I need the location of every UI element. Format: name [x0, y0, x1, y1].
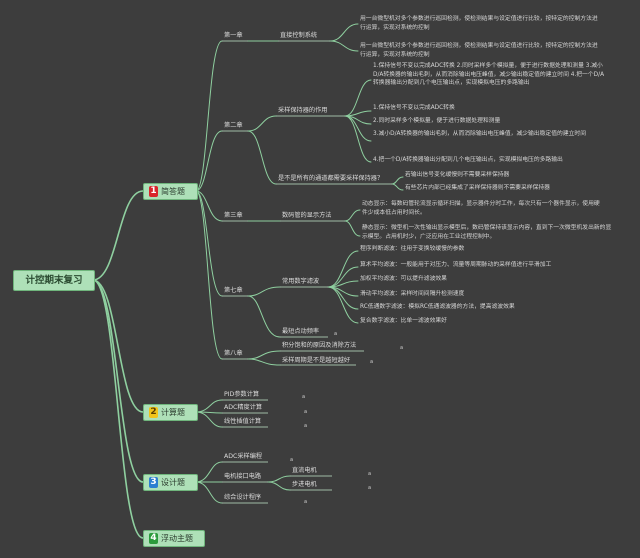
- connector-cat1-ch8: [195, 190, 223, 360]
- topic-pid-calc[interactable]: PID参数计算: [224, 391, 260, 398]
- leaf-display-static: 静态显示：微型机一次性输出显示模型后，数码管保持该显示内容，直到下一次微型机发出…: [362, 225, 612, 240]
- topic-overshoot[interactable]: 最短点动频率: [282, 328, 320, 335]
- topic-sample-period[interactable]: 采样周期是不是越短越好: [282, 357, 351, 364]
- connector-ch1-leafB: [329, 40, 359, 52]
- connector-need-a: [391, 176, 404, 185]
- connector-ch2-role: [247, 115, 277, 132]
- placeholder-note: a: [334, 331, 338, 337]
- chapter-3[interactable]: 第三章: [224, 212, 243, 219]
- category-label: 简答题: [161, 187, 185, 196]
- leaf-need-a: 若输出信号变化缓慢则不需要采样保持器: [405, 172, 510, 178]
- connector-root-cat4: [92, 279, 144, 539]
- connector-cat3-design: [195, 481, 223, 504]
- connector-motor-dc: [267, 475, 291, 483]
- connector-role-e: [344, 115, 372, 163]
- connector-ch8-sat: [247, 350, 281, 360]
- connector-root-cat3: [92, 279, 144, 483]
- topic-adc-code[interactable]: ADC采样编程: [224, 453, 263, 460]
- placeholder-note: a: [400, 345, 404, 351]
- placeholder-note: a: [304, 499, 308, 505]
- leaf-closed-loop-b: 用一台微型机对多个参数进行巡回检测，使检测结果与设定值进行比较，按特定的控制方法…: [360, 43, 598, 58]
- leaf-filter-2: 算术平均滤波：一般能用于对压力、流量等周期脉动的采样值进行平滑加工: [360, 262, 552, 268]
- leaf-closed-loop-a: 用一台微型机对多个参数进行巡回检测，使检测结果与设定值进行比较，按特定的控制方法…: [360, 16, 598, 31]
- connector-root-cat2: [92, 279, 144, 413]
- chapter-8[interactable]: 第八章: [224, 350, 243, 357]
- leaf-sh-1: 1.保持信号不变以完成ADC转换: [373, 105, 455, 111]
- category-label: 设计题: [161, 478, 185, 487]
- leaf-filter-5: RC低通数字滤波：模拟RC低通滤波器的方法，提高滤波效果: [360, 304, 515, 310]
- topic-digital-display[interactable]: 数码管的显示方法: [282, 212, 332, 219]
- topic-stepper-motor[interactable]: 步进电机: [292, 481, 317, 488]
- connector-cat1-ch1: [195, 40, 223, 192]
- connector-cat2-linear: [195, 411, 223, 428]
- category-label: 计算题: [161, 408, 185, 417]
- category-label: 浮动主题: [161, 534, 193, 543]
- leaf-sh-3: 3.减小D/A转换器的输出毛刺，从而消除输出电压峰值，减少输出稳定值的建立时间: [373, 131, 587, 137]
- number-four-icon: 4: [149, 533, 158, 544]
- root-node[interactable]: 计控期末复习: [13, 270, 95, 291]
- placeholder-note: a: [368, 471, 372, 477]
- number-two-icon: 2: [149, 407, 158, 418]
- placeholder-note: a: [304, 423, 308, 429]
- connector-cat1-ch7: [195, 190, 223, 297]
- placeholder-note: a: [302, 394, 306, 400]
- topic-linear-calc[interactable]: 线性插值计算: [224, 418, 262, 425]
- connector-filter-f1: [327, 250, 359, 288]
- leaf-sh-summary: 1.保持信号不变以完成ADC转换 2.同时采样多个模拟量，便于进行数据处理和测量…: [373, 63, 605, 87]
- topic-adc-calc[interactable]: ADC精度计算: [224, 404, 263, 411]
- connector-ch2-need: [247, 130, 277, 185]
- topic-motor-interface[interactable]: 电机接口电路: [224, 473, 262, 480]
- connector-cat1-ch2: [195, 130, 223, 192]
- topic-sample-hold-role[interactable]: 采样保持器的作用: [278, 107, 328, 114]
- number-one-icon: 1: [149, 186, 158, 197]
- leaf-filter-1: 程序判断滤波：往用于变换较缓慢的参数: [360, 246, 465, 252]
- chapter-1[interactable]: 第一章: [224, 32, 243, 39]
- connector-ch8-period: [247, 358, 281, 366]
- connector-motor-stepper: [267, 481, 291, 491]
- topic-integral-saturation[interactable]: 积分饱和的原因及消除方法: [282, 342, 357, 349]
- connector-filter-f6: [327, 286, 359, 324]
- placeholder-note: a: [368, 485, 372, 491]
- connector-ch1-leafA: [329, 23, 359, 42]
- placeholder-note: a: [290, 457, 294, 463]
- placeholder-note: a: [370, 359, 374, 365]
- topic-comprehensive-design[interactable]: 综合设计程序: [224, 494, 262, 501]
- leaf-sh-2: 2.同时采样多个模拟量，便于进行数据处理和测量: [373, 118, 501, 124]
- topic-digital-filter[interactable]: 常用数字滤波: [282, 278, 320, 285]
- number-three-icon: 3: [149, 477, 158, 488]
- leaf-sh-4: 4.把一个D/A转换器输出分配到几个电压输出点，实现模拟电压的多路输出: [373, 157, 563, 163]
- connector-ch7-filter: [247, 286, 281, 297]
- connector-cat3-adc: [195, 461, 223, 483]
- leaf-need-b: 有些芯片内部已经集成了采样保持器则不需要采样保持器: [405, 185, 550, 191]
- connector-cat2-pid: [195, 399, 223, 413]
- chapter-7[interactable]: 第七章: [224, 287, 243, 294]
- connector-disp-a: [344, 209, 361, 222]
- chapter-2[interactable]: 第二章: [224, 122, 243, 129]
- leaf-filter-6: 复合数字滤波：比单一滤波效果好: [360, 318, 447, 324]
- topic-closed-loop[interactable]: 直接控制系统: [280, 32, 318, 39]
- connector-disp-b: [344, 220, 361, 237]
- connector-cat1-ch3: [195, 190, 223, 222]
- connector-ch7-overshoot: [247, 295, 281, 338]
- connector-role-a: [344, 79, 372, 117]
- leaf-filter-3: 加权平均滤波：可以提升滤波效果: [360, 276, 447, 282]
- leaf-filter-4: 滑动平均滤波：采样时间间隔升检测速度: [360, 291, 465, 297]
- placeholder-note: a: [304, 409, 308, 415]
- connector-need-b: [391, 183, 404, 191]
- connector-root-cat1: [92, 190, 144, 281]
- leaf-display-dynamic: 动态显示：每数码管轮流显示循环扫描，显示器件分时工作，每次只有一个器件显示，使用…: [362, 201, 600, 216]
- topic-dc-motor[interactable]: 直流电机: [292, 467, 317, 474]
- topic-sample-hold-needed[interactable]: 是不是所有的通道都需要采样保持器？: [278, 175, 384, 182]
